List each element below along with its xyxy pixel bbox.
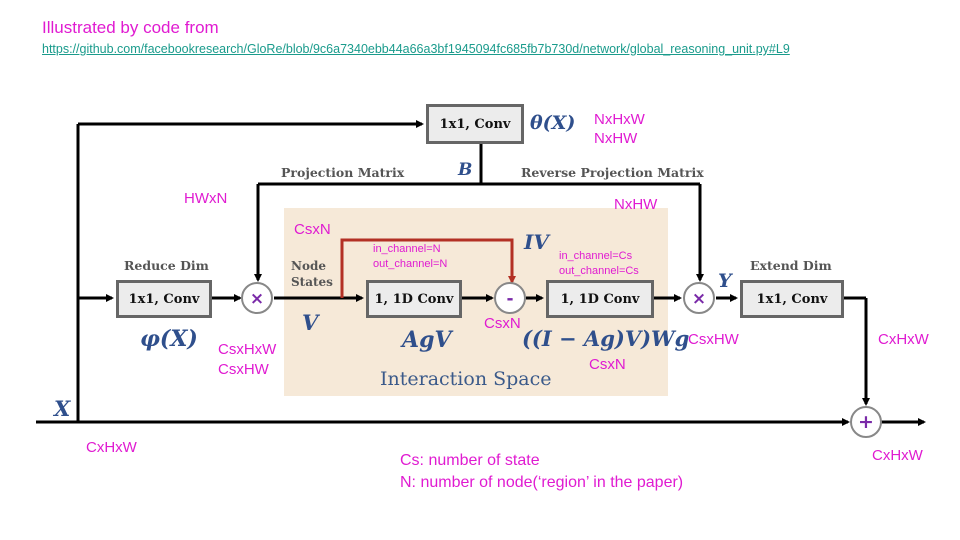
cxhxw-left-annotation: CxHxW [86,439,137,456]
reduce-conv-box: 1x1, Conv [116,280,212,318]
source-link[interactable]: https://github.com/facebookresearch/GloR… [42,42,790,56]
gcn-conv2-box: 1, 1D Conv [546,280,654,318]
multiply-operator-1: × [241,282,273,314]
cxhxw-right-annotation: CxHxW [878,331,929,348]
b-label: B [458,160,473,180]
csxn-bottom-annotation: CsxN [589,356,626,373]
legend-line-1: Cs: number of state [400,452,540,469]
cxhxw-output-annotation: CxHxW [872,447,923,464]
in-channel-cs-annotation: in_channel=Cs [559,250,633,262]
header-title: Illustrated by code from [42,18,219,37]
minus-sign: - [506,289,513,309]
iv-label: IV [524,230,549,254]
reduce-dim-label: Reduce Dim [124,258,209,273]
multiply-sign-1: × [250,289,264,309]
in-channel-n-annotation: in_channel=N [373,243,441,255]
interaction-space-label: Interaction Space [380,368,552,390]
y-label: Y [718,270,732,292]
theta-conv-box: 1x1, Conv [426,104,524,144]
csxhxw-mid-annotation: CsxHxW [218,341,277,358]
nxhw-right-annotation: NxHW [614,196,658,213]
csxn-top-annotation: CsxN [294,221,331,238]
csxn-minus-annotation: CsxN [484,315,521,332]
hwxn-annotation: HWxN [184,190,228,207]
iv-path [340,238,516,298]
node-states-label-1: Node [291,259,326,273]
csxhw-right-annotation: CsxHW [688,331,739,348]
extend-conv-box: 1x1, Conv [740,280,844,318]
x-label: X [54,396,71,421]
plus-sign: + [858,411,874,433]
formula-label: ((I − Ag)V)Wg [522,326,690,351]
multiply-operator-2: × [683,282,715,314]
phi-label: φ(X) [140,326,198,352]
csxhw-mid-annotation: CsxHW [218,361,269,378]
legend-line-2: N: number of node(‘region’ in the paper) [400,474,684,491]
nxhxw-annotation: NxHxW [594,111,645,128]
minus-operator: - [494,282,526,314]
out-channel-cs-annotation: out_channel=Cs [559,265,639,277]
agv-label: AgV [402,327,452,353]
node-states-label-2: States [291,275,333,289]
nxhw-top-annotation: NxHW [594,130,638,147]
projection-matrix-label: Projection Matrix [281,165,405,180]
v-label: V [302,310,319,335]
plus-operator: + [850,406,882,438]
theta-label: θ(X) [530,112,576,134]
multiply-sign-2: × [692,289,706,309]
out-channel-n-annotation: out_channel=N [373,258,448,270]
reverse-projection-matrix-label: Reverse Projection Matrix [521,165,704,180]
extend-dim-label: Extend Dim [750,258,832,273]
gcn-conv1-box: 1, 1D Conv [366,280,462,318]
